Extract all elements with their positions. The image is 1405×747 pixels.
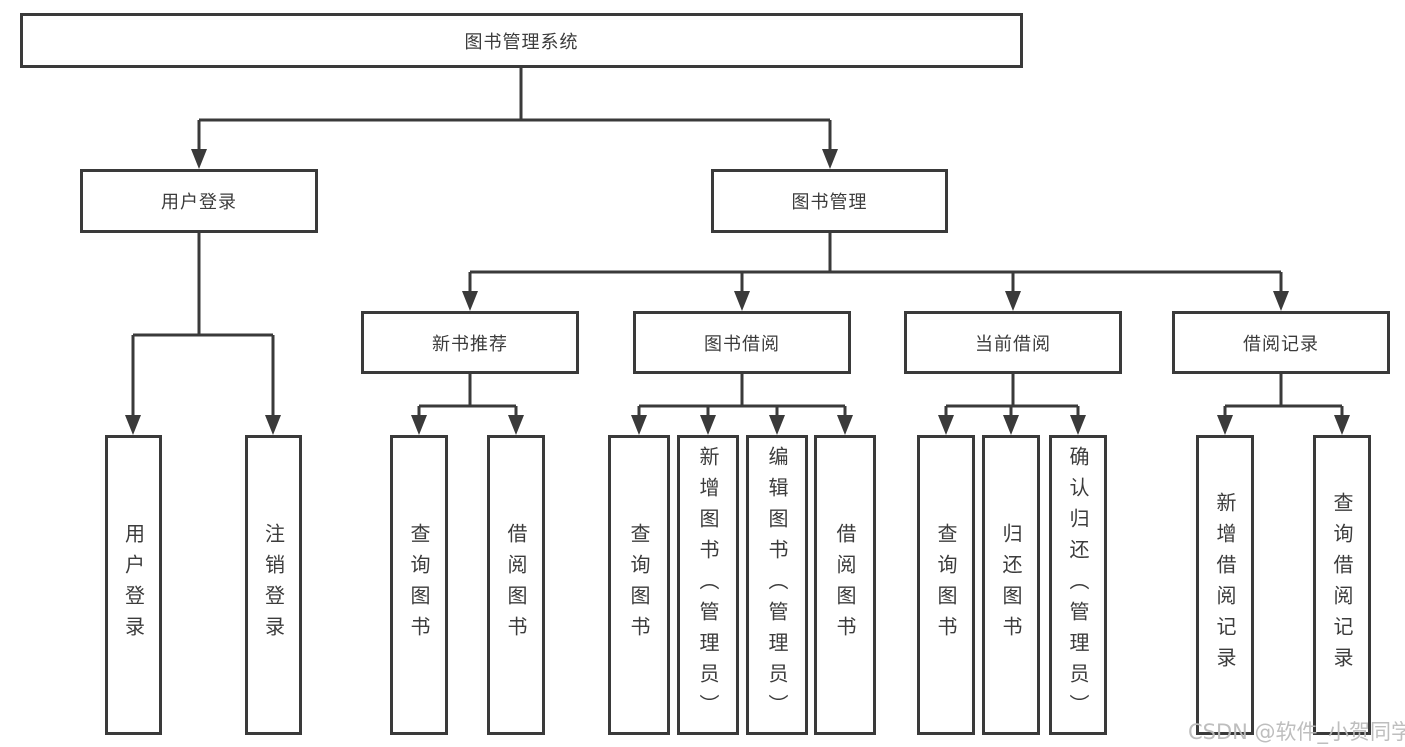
node-label: 新增借阅记录 — [1213, 492, 1237, 678]
node-label: 新增图书（管理员） — [696, 445, 720, 725]
node-add-borrow-record: 新增借阅记录 — [1196, 435, 1254, 735]
node-recommend-query-book: 查询图书 — [390, 435, 448, 735]
node-recommend-borrow-book: 借阅图书 — [487, 435, 545, 735]
csdn-watermark: CSDN @软件_小贺同学 — [1188, 720, 1405, 744]
node-borrow-book: 借阅图书 — [814, 435, 876, 735]
node-current-borrow: 当前借阅 — [904, 311, 1122, 374]
node-label: 用户登录 — [121, 523, 146, 647]
node-add-book-admin: 新增图书（管理员） — [677, 435, 739, 735]
node-label: 图书管理系统 — [464, 31, 579, 53]
node-confirm-return-admin: 确认归还（管理员） — [1049, 435, 1107, 735]
node-label: 注销登录 — [261, 523, 286, 647]
node-user-login-action: 用户登录 — [105, 435, 162, 735]
node-label: 编辑图书（管理员） — [765, 445, 789, 725]
node-library-management-system: 图书管理系统 — [20, 13, 1023, 68]
node-logout-action: 注销登录 — [245, 435, 302, 735]
node-edit-book-admin: 编辑图书（管理员） — [746, 435, 808, 735]
node-label: 图书管理 — [791, 192, 868, 213]
node-label: 用户登录 — [161, 192, 237, 213]
node-current-query-book: 查询图书 — [917, 435, 975, 735]
node-book-management: 图书管理 — [711, 169, 948, 233]
arrowhead-icons — [125, 149, 1350, 435]
node-label: 新书推荐 — [432, 333, 508, 355]
node-label: 图书借阅 — [704, 333, 780, 355]
node-label: 当前借阅 — [975, 333, 1051, 355]
node-label: 借阅图书 — [504, 523, 528, 647]
node-user-login: 用户登录 — [80, 169, 318, 233]
node-label: 确认归还（管理员） — [1066, 445, 1090, 725]
node-label: 查询借阅记录 — [1330, 492, 1354, 678]
node-new-book-recommend: 新书推荐 — [361, 311, 579, 374]
node-borrow-query-book: 查询图书 — [608, 435, 670, 735]
node-return-book: 归还图书 — [982, 435, 1040, 735]
node-label: 查询图书 — [407, 523, 431, 647]
node-label: 归还图书 — [999, 523, 1023, 647]
node-borrow-records: 借阅记录 — [1172, 311, 1390, 374]
node-book-borrow: 图书借阅 — [633, 311, 851, 374]
node-label: 查询图书 — [627, 523, 651, 647]
node-label: 查询图书 — [934, 523, 958, 647]
node-query-borrow-record: 查询借阅记录 — [1313, 435, 1371, 735]
node-label: 借阅记录 — [1243, 333, 1319, 355]
node-label: 借阅图书 — [833, 523, 857, 647]
